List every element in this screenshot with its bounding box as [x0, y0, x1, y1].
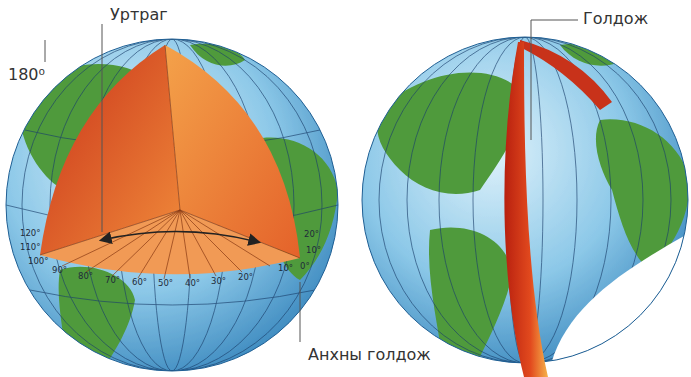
degree-tick: 80°	[78, 272, 93, 281]
degree-tick: 10°	[306, 246, 321, 255]
degree-tick: 20°	[238, 273, 253, 282]
degree-tick: 50°	[158, 279, 173, 288]
degree-tick: 0°	[300, 262, 310, 271]
name-label: Анхны голдож	[308, 346, 431, 364]
degree-tick: 20°	[304, 230, 319, 239]
degree-tick: 10°	[278, 264, 293, 273]
name-label: Голдож	[583, 10, 648, 28]
degree-tick: 30°	[211, 277, 226, 286]
degree-tick: 90°	[52, 266, 67, 275]
degree-tick: 70°	[105, 276, 120, 285]
degree-tick: 40°	[185, 279, 200, 288]
name-label: Уртраг	[110, 6, 168, 24]
degree-tick: 60°	[132, 278, 147, 287]
degree-tick: 110°	[20, 243, 40, 252]
degree-tick: 120°	[20, 229, 40, 238]
degree-label: 180⁰	[8, 66, 45, 84]
degree-tick: 100°	[28, 257, 48, 266]
